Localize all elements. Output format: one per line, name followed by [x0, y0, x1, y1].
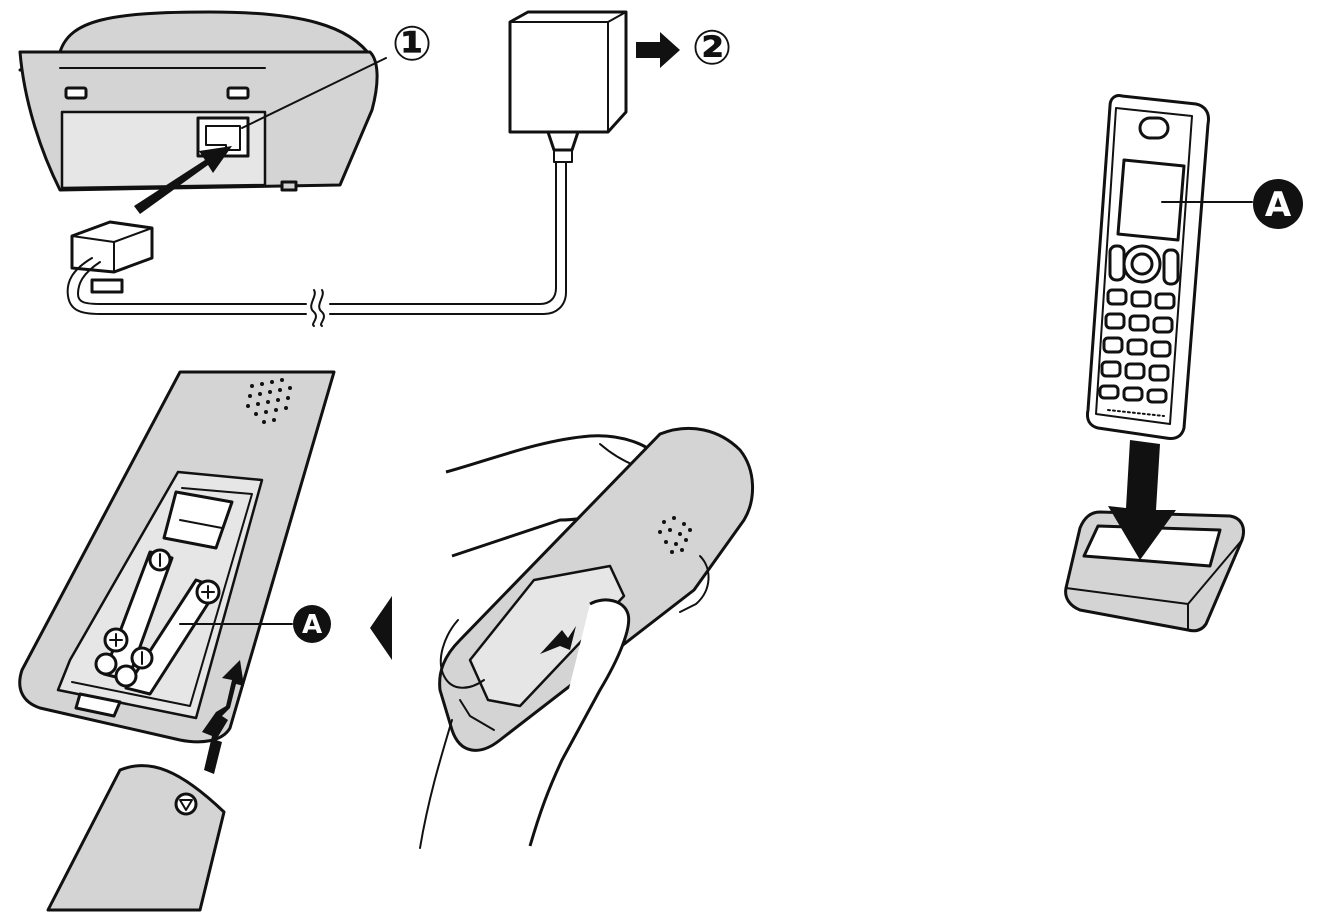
telephone-line-cord-icon [66, 161, 567, 327]
handset-back-icon [18, 370, 336, 744]
battery-icon [94, 548, 221, 696]
speaker-grill-icon [658, 516, 692, 554]
keypad [1098, 288, 1176, 404]
speaker-grill-icon [246, 378, 292, 424]
base-unit-icon [18, 10, 379, 192]
callout-step-1: ① [241, 16, 433, 129]
handset-icon [1086, 94, 1210, 440]
callout-a-handset: A [1161, 179, 1303, 229]
battery-cover-icon [46, 764, 226, 912]
arrow-icon [202, 660, 244, 774]
callout-a-battery: A [179, 605, 331, 643]
label-a-battery: A [302, 610, 322, 640]
label-a-handset: A [1265, 185, 1292, 225]
next-step-arrow-icon [370, 596, 392, 660]
arrow-icon [134, 146, 232, 214]
callout-step-2: ② [692, 20, 733, 76]
hand-icon [419, 555, 710, 849]
handset-icon [438, 426, 755, 752]
charger-icon [1064, 510, 1245, 633]
ac-adaptor-icon [508, 10, 628, 163]
step-2-label: ② [692, 20, 733, 76]
arrow-icon [1108, 440, 1176, 560]
step-1-label: ① [392, 16, 433, 72]
arrow-icon [636, 32, 680, 68]
